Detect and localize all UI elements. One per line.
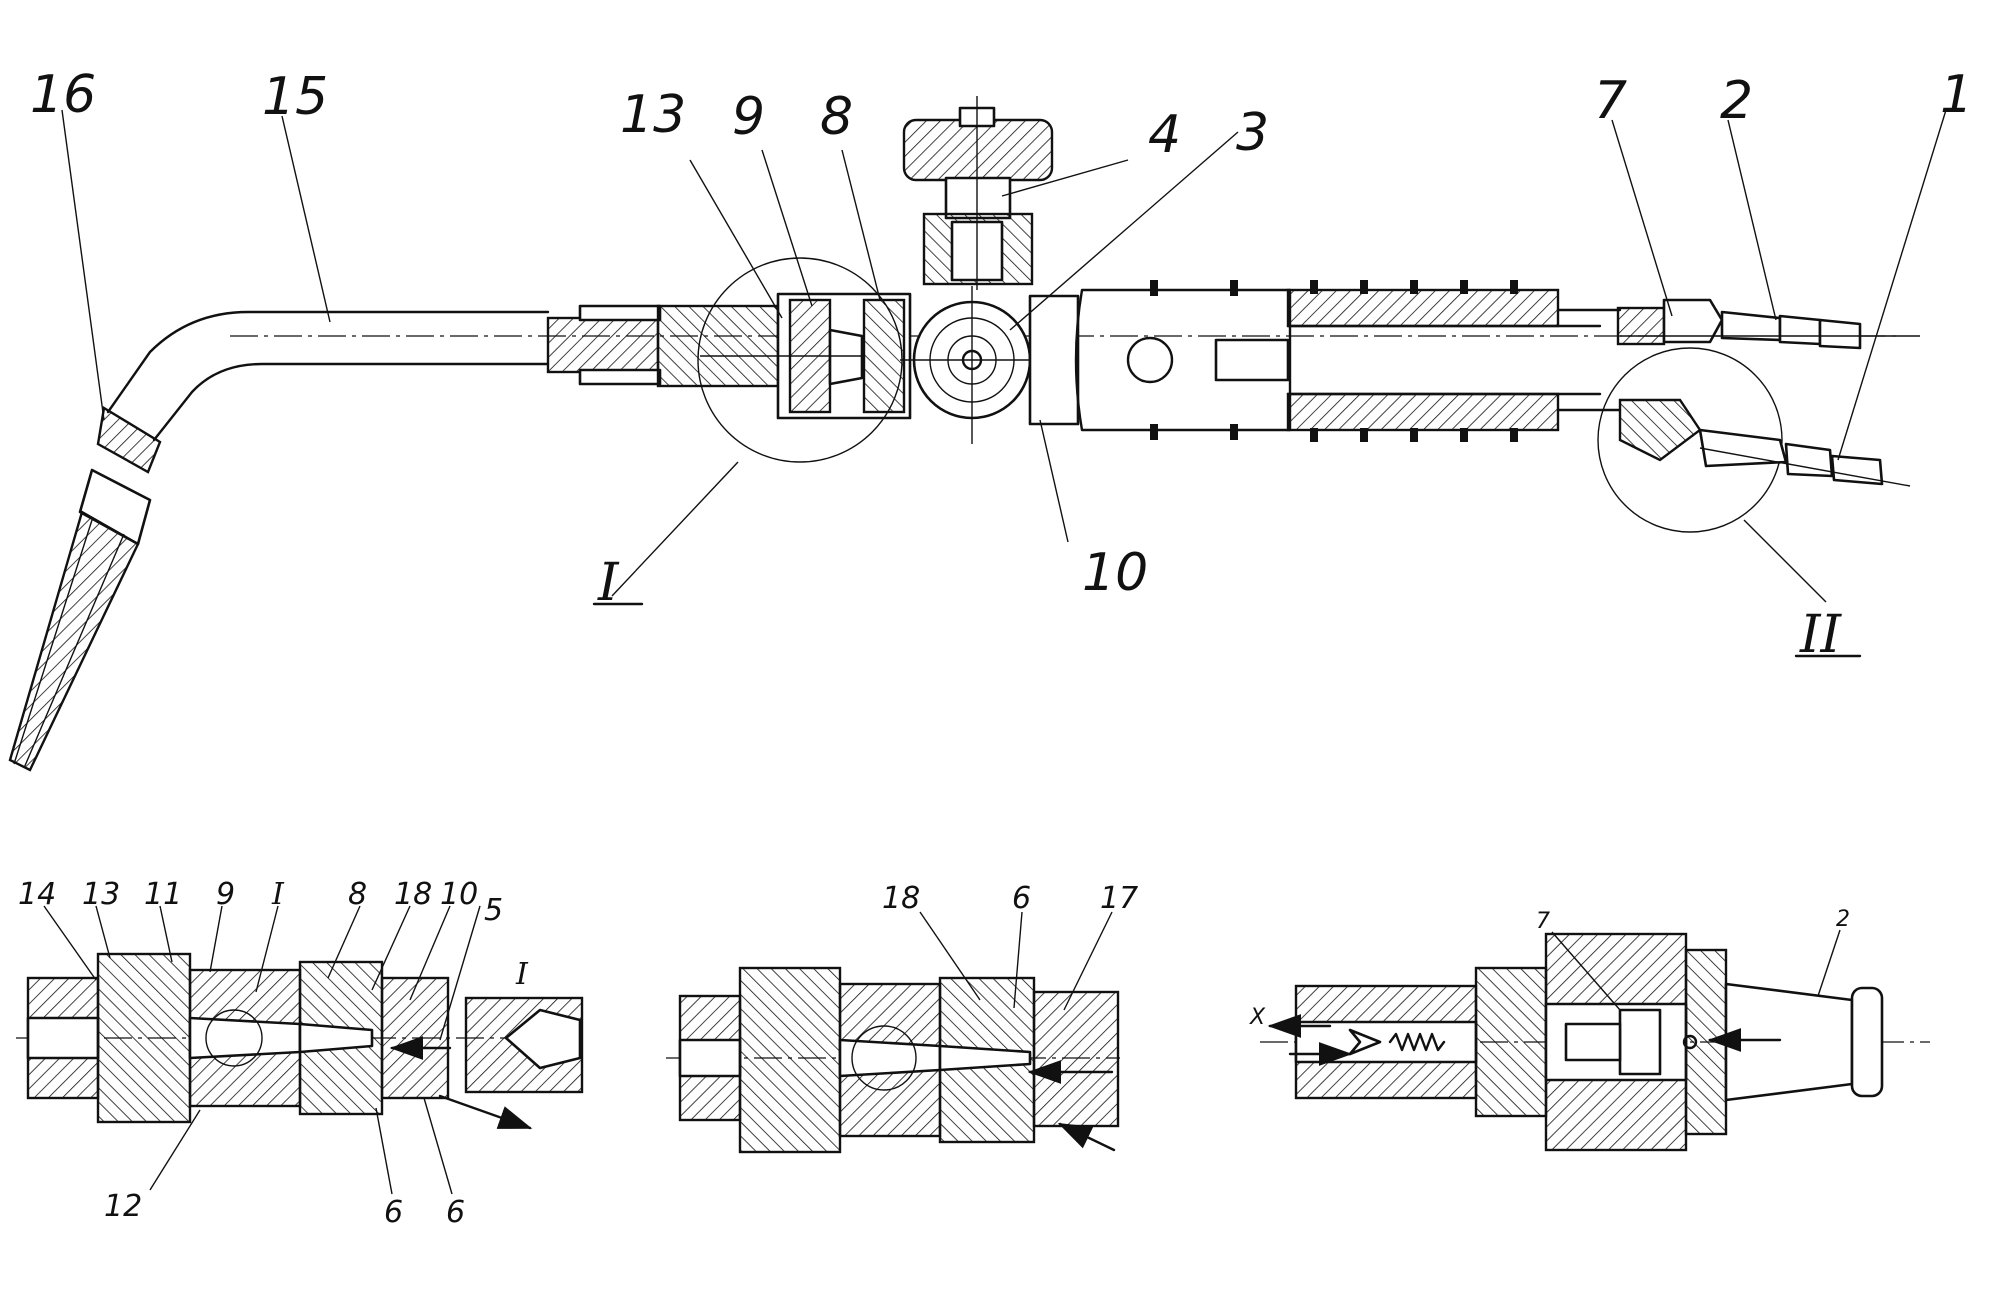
detail-A-label-12: 12 [104, 1189, 142, 1224]
detail-B-label-17: 17 [1100, 881, 1138, 916]
label-9: 9 [732, 87, 765, 147]
detail-C-label-2: 2 [1836, 907, 1850, 932]
hose-nipples [1597, 298, 1920, 533]
detail-A-label-5: 5 [484, 893, 503, 928]
detail-section-B: 18 6 17 [666, 881, 1138, 1154]
detail-B-label-6: 6 [1012, 881, 1031, 916]
detail-B-label-18: 18 [882, 881, 920, 916]
detail-A-label-11: 11 [144, 877, 182, 912]
detail-A-label-8: 8 [348, 877, 367, 912]
label-1: 1 [1940, 65, 1973, 125]
detail-A-label-10: 10 [440, 877, 478, 912]
detail-C-label-7: 7 [1536, 909, 1550, 934]
detail-C-label-X: X [1249, 1005, 1266, 1030]
detail-A-label-I: I [271, 877, 285, 912]
detail-A-inset-I: I [515, 957, 529, 992]
label-detail-I: I [597, 553, 620, 613]
detail-A-label-13: 13 [82, 877, 120, 912]
label-10: 10 [1082, 543, 1148, 603]
mouthpiece-16 [8, 406, 162, 772]
leader-lines [61, 109, 1947, 603]
injector-body [700, 292, 912, 420]
handle [1074, 280, 1622, 442]
label-13: 13 [620, 85, 686, 145]
detail-A-label-18: 18 [394, 877, 432, 912]
label-16: 16 [30, 65, 96, 125]
main-torch-view: 16 15 13 9 8 4 3 7 2 1 10 I II [8, 65, 1973, 772]
detail-section-A: 14 13 11 9 I 8 18 10 5 12 6 6 I [16, 877, 584, 1230]
detail-A-label-6b: 6 [446, 1195, 465, 1230]
detail-A-label-6a: 6 [384, 1195, 403, 1230]
fuel-valve-knob-10 [900, 286, 1080, 444]
label-2: 2 [1720, 71, 1753, 131]
label-3: 3 [1236, 103, 1269, 163]
tube-fitting [546, 304, 780, 388]
label-15: 15 [262, 67, 328, 127]
detail-A-label-9: 9 [216, 877, 235, 912]
label-4: 4 [1148, 105, 1181, 165]
oxygen-valve-4 [902, 96, 1054, 290]
label-8: 8 [820, 87, 853, 147]
label-7: 7 [1594, 71, 1627, 131]
detail-A-label-14: 14 [18, 877, 56, 912]
tube-15 [106, 310, 550, 442]
detail-II-circle [1597, 347, 1783, 533]
detail-section-C: 7 2 X [1249, 907, 1930, 1152]
